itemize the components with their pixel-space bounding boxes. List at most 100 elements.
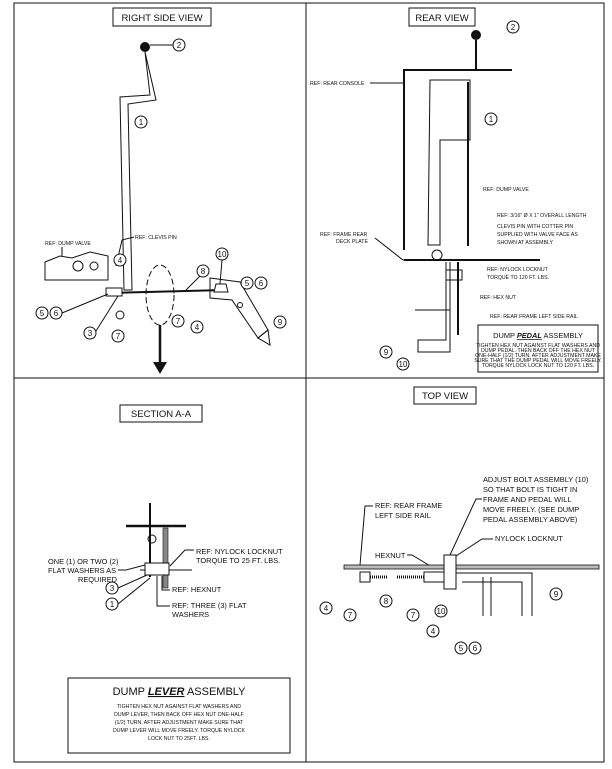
svg-text:4: 4 [195, 323, 200, 332]
svg-text:4: 4 [431, 627, 436, 636]
svg-text:WASHERS: WASHERS [172, 610, 209, 619]
svg-text:REF: REAR FRAME LEFT SIDE RAIL: REF: REAR FRAME LEFT SIDE RAIL [490, 314, 578, 320]
svg-text:10: 10 [218, 250, 227, 259]
svg-text:3: 3 [110, 584, 115, 593]
svg-text:(1/2) TURN. AFTER ADJUSTMENT M: (1/2) TURN. AFTER ADJUSTMENT MAKE SURE T… [115, 720, 244, 726]
svg-text:6: 6 [54, 309, 59, 318]
svg-text:5: 5 [40, 309, 45, 318]
svg-text:SHOWN AT ASSEMBLY: SHOWN AT ASSEMBLY [497, 240, 553, 246]
view-title: RIGHT SIDE VIEW [121, 13, 202, 24]
svg-text:DUMP PEDAL. THEN BACK OFF THE: DUMP PEDAL. THEN BACK OFF THE HEX NUT [481, 348, 596, 354]
svg-text:SURE THAT THE DUMP PEDAL WILL: SURE THAT THE DUMP PEDAL WILL MOVE FREEL… [474, 358, 602, 364]
section-arrow-head [153, 362, 167, 374]
lever-knob [140, 42, 150, 52]
svg-text:2: 2 [511, 23, 516, 32]
svg-text:SUPPLIED WITH VALVE FACE AS: SUPPLIED WITH VALVE FACE AS [497, 232, 578, 238]
svg-text:7: 7 [411, 611, 416, 620]
dump-pedal [456, 572, 533, 616]
svg-text:3: 3 [88, 329, 93, 338]
dump-pedal-note-title: DUMP PEDAL ASSEMBLY [493, 331, 583, 340]
svg-text:1: 1 [110, 600, 115, 609]
svg-text:REF: NYLOCK LOCKNUT: REF: NYLOCK LOCKNUT [196, 547, 283, 556]
svg-text:6: 6 [259, 279, 264, 288]
svg-text:REF: THREE (3) FLAT: REF: THREE (3) FLAT [172, 601, 247, 610]
svg-text:7: 7 [348, 611, 353, 620]
svg-text:REQUIRED: REQUIRED [78, 575, 117, 584]
svg-text:ONE-HALF (1/2) TURN. AFTER ADJ: ONE-HALF (1/2) TURN. AFTER ADJUSTMENT MA… [475, 353, 601, 359]
svg-text:REF: 3/16" Ø X 1" OVERALL LENG: REF: 3/16" Ø X 1" OVERALL LENGTH [497, 213, 587, 219]
label-rear-console: REF: REAR CONSOLE [310, 81, 365, 87]
svg-text:TORQUE NYLOCK LOCK NUT TO 120: TORQUE NYLOCK LOCK NUT TO 120 FT. LBS. [482, 363, 594, 369]
svg-text:TIGHTEN HEX NUT AGAINST FLAT W: TIGHTEN HEX NUT AGAINST FLAT WASHERS AND [117, 704, 241, 710]
view-title-box [112, 7, 212, 27]
view-title-box [408, 7, 476, 27]
view-title: REAR VIEW [415, 13, 468, 24]
frame-side-rail [343, 564, 600, 570]
dump-lever-note-box [67, 677, 291, 754]
right-side-view: RIGHT SIDE VIEW REF: DUMP VALVE REF: CLE… [35, 7, 287, 374]
svg-text:5: 5 [459, 644, 464, 653]
svg-text:PEDAL ASSEMBLY ABOVE): PEDAL ASSEMBLY ABOVE) [483, 515, 577, 524]
top-view: TOP VIEW ADJUST BOLT ASSEMBLY (10) SO TH… [319, 386, 600, 655]
svg-text:LOCK NUT TO 25FT. LBS.: LOCK NUT TO 25FT. LBS. [148, 736, 210, 742]
svg-text:MOVE FREELY. (SEE DUMP: MOVE FREELY. (SEE DUMP [483, 505, 579, 514]
svg-text:2: 2 [177, 41, 182, 50]
svg-text:ADJUST BOLT ASSEMBLY (10): ADJUST BOLT ASSEMBLY (10) [483, 475, 588, 484]
svg-text:REF: NYLOCK LOCKNUT: REF: NYLOCK LOCKNUT [487, 267, 549, 273]
drawing-border [13, 2, 605, 763]
svg-text:TIGHTEN HEX NUT AGAINST FLAT W: TIGHTEN HEX NUT AGAINST FLAT WASHERS AND [476, 343, 600, 349]
svg-text:8: 8 [201, 267, 206, 276]
section-cut-marker [145, 264, 175, 326]
svg-text:DECK PLATE: DECK PLATE [336, 239, 368, 245]
svg-text:4: 4 [324, 604, 329, 613]
dump-lever [427, 79, 471, 246]
svg-text:9: 9 [278, 318, 283, 327]
svg-text:SO THAT BOLT IS TIGHT IN: SO THAT BOLT IS TIGHT IN [483, 485, 577, 494]
svg-text:9: 9 [384, 348, 389, 357]
view-title: TOP VIEW [422, 391, 468, 402]
svg-text:7: 7 [176, 317, 181, 326]
rear-view: REAR VIEW REF: REAR CONSOLE REF: DUMP VA… [310, 7, 602, 373]
view-title: SECTION A-A [131, 409, 192, 420]
svg-text:REF: REAR FRAME: REF: REAR FRAME [375, 501, 442, 510]
bolt-assembly [443, 554, 457, 590]
svg-text:4: 4 [118, 256, 123, 265]
svg-text:REF: HEXNUT: REF: HEXNUT [172, 585, 222, 594]
svg-text:FLAT WASHERS AS: FLAT WASHERS AS [48, 566, 116, 575]
svg-text:1: 1 [489, 115, 494, 124]
svg-text:9: 9 [554, 590, 559, 599]
svg-text:REF: FRAME REAR: REF: FRAME REAR [320, 232, 368, 238]
svg-text:ONE (1) OR TWO (2): ONE (1) OR TWO (2) [48, 557, 119, 566]
svg-text:10: 10 [399, 360, 408, 369]
svg-text:HEXNUT: HEXNUT [375, 551, 406, 560]
callouts: 2 1 10 8 4 5 6 5 6 3 7 7 4 9 [35, 38, 287, 343]
dump-lever [119, 51, 157, 291]
dump-pedal-note-box [477, 324, 599, 373]
dump-valve [44, 251, 109, 281]
svg-text:5: 5 [245, 279, 250, 288]
view-title-box [119, 404, 203, 423]
svg-text:LEFT SIDE RAIL: LEFT SIDE RAIL [375, 511, 431, 520]
svg-text:DUMP LEVER, THEN BACK OFF HEX: DUMP LEVER, THEN BACK OFF HEX NUT ONE-HA… [114, 712, 244, 718]
dump-lever-note-title: DUMP LEVER ASSEMBLY [113, 686, 247, 698]
label-dump-valve: REF: DUMP VALVE [45, 241, 91, 247]
svg-text:8: 8 [384, 597, 389, 606]
svg-text:TORQUE TO 25 FT. LBS.: TORQUE TO 25 FT. LBS. [196, 556, 280, 565]
svg-text:6: 6 [473, 644, 478, 653]
svg-text:TORQUE TO 120 FT. LBS.: TORQUE TO 120 FT. LBS. [487, 275, 549, 281]
svg-text:10: 10 [437, 607, 446, 616]
svg-text:DUMP LEVER WILL MOVE FREELY. T: DUMP LEVER WILL MOVE FREELY. TORQUE NYLO… [113, 728, 245, 734]
section-a-a: SECTION A-A ONE (1) OR TWO (2) FLAT WASH… [48, 404, 291, 754]
svg-text:REF: DUMP VALVE: REF: DUMP VALVE [483, 187, 529, 193]
label-clevis-pin: REF: CLEVIS PIN [135, 235, 177, 241]
svg-text:CLEVIS PIN WITH COTTER PIN: CLEVIS PIN WITH COTTER PIN [497, 224, 573, 230]
svg-text:FRAME AND PEDAL WILL: FRAME AND PEDAL WILL [483, 495, 571, 504]
control-rod [109, 289, 226, 294]
svg-text:REF: HEX NUT: REF: HEX NUT [480, 295, 517, 301]
dump-pedal [417, 262, 451, 353]
svg-text:NYLOCK LOCKNUT: NYLOCK LOCKNUT [495, 534, 563, 543]
svg-text:1: 1 [139, 118, 144, 127]
view-title-box [413, 386, 477, 405]
svg-text:7: 7 [116, 332, 121, 341]
